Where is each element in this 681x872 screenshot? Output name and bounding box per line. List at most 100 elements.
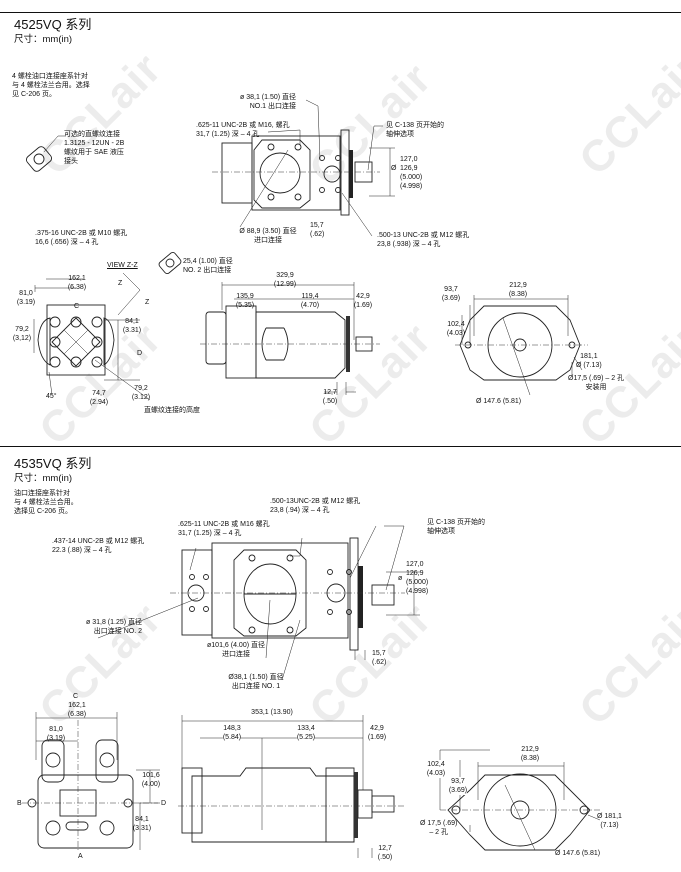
dim-text: 93,7 xyxy=(444,286,458,293)
thread-port-icon xyxy=(25,135,66,172)
dim-text: (4.998) xyxy=(406,588,429,595)
flange-thickness-dim: 15,7(.62) xyxy=(372,649,386,667)
dim: 135,9(5.35) xyxy=(236,292,254,310)
dim-text: (5.35) xyxy=(235,302,255,309)
units-label: 尺寸：mm(in) xyxy=(14,473,73,484)
dim-line: (5.000) xyxy=(400,174,423,181)
dim: 84,1(3.31) xyxy=(133,815,151,833)
dim: 212,9 (8.38) xyxy=(509,281,527,299)
dim-text: (5.000) xyxy=(406,579,429,586)
dim: 101,6(4.00) xyxy=(142,771,160,789)
label-line: 1.3125 - 12UN - 2B xyxy=(64,140,125,147)
dim-text: 42,9 xyxy=(356,293,370,300)
dim-text: 162,1 xyxy=(68,275,86,282)
outlet1-label: ø 38,1 (1.50) 直径 NO.1 出口连接 xyxy=(240,93,296,111)
dim-text: 出口连接 NO. 2 xyxy=(93,628,143,635)
dim-text: (5.84) xyxy=(222,734,242,741)
dim: 12,7 (.50) xyxy=(323,388,337,406)
outlet2-label: ø 31,8 (1.25) 直径出口连接 NO. 2 xyxy=(86,618,142,636)
label-line: .375-16 UNC-2B 或 M10 螺孔 xyxy=(35,230,128,237)
dim-text: 102,4 xyxy=(447,321,465,328)
dim-line: (.62) xyxy=(310,231,325,238)
dim-line: 127,0 xyxy=(400,156,418,163)
note-line: 选择见 C-206 页。 xyxy=(14,508,72,515)
dim: 81,0(3.19) xyxy=(17,289,35,307)
dim-text: (4.70) xyxy=(300,302,320,309)
thread-height-label: 直螺纹连接的高度 xyxy=(144,407,200,414)
dim-text: 79,2 xyxy=(134,385,148,392)
note-line: 油口连接座系针对 xyxy=(14,490,70,497)
note-line: 见 C-206 页。 xyxy=(12,91,56,98)
inlet-label: Ø 88,9 (3.50) 直径 进口连接 xyxy=(239,227,296,245)
dim-text: Ø38,1 (1.50) 直径 xyxy=(228,674,284,681)
dim-text: 74,7 xyxy=(92,390,106,397)
dim-text: Ø17,5 (.69) – 2 孔 xyxy=(568,375,625,382)
bolt500-label: .500-13 UNC-2B 或 M12 螺孔 23,8 (.938) 深 – … xyxy=(377,231,469,249)
dim-text: .625-11 UNC-2B 或 M16 螺孔 xyxy=(178,521,270,528)
dim-line: 15,7 xyxy=(310,222,324,229)
label-line: 31,7 (1.25) 深 – 4 孔 xyxy=(196,131,260,138)
dim-text: (3.19) xyxy=(16,299,36,306)
pump-top-view-4535 xyxy=(97,525,420,681)
label-line: 见 C-138 页开始的 xyxy=(386,122,444,129)
dim-text: (.62) xyxy=(372,659,387,666)
label-line: 23,8 (.938) 深 – 4 孔 xyxy=(377,241,441,248)
dim-text: 进口连接 xyxy=(222,651,250,658)
label-line: 接头 xyxy=(64,158,78,165)
note-line: 与 4 螺栓法兰合用。 xyxy=(14,499,78,506)
pump-side-view-4535 xyxy=(178,715,405,858)
pump-flange-view-4525 xyxy=(455,295,588,396)
outlet1-label: Ø38,1 (1.50) 直径出口连接 NO. 1 xyxy=(228,673,283,691)
shaft-option-label: 见 C-138 页开始的 轴伸选项 xyxy=(386,121,444,139)
dim: 79,2 (3,12) xyxy=(13,325,31,343)
dim: 81,0(3.19) xyxy=(47,725,65,743)
dim-text: (.50) xyxy=(322,398,338,405)
ref-b: B xyxy=(17,800,22,807)
dim: 329,9 (12.99) xyxy=(274,271,296,289)
dim-text: (8.38) xyxy=(508,291,528,298)
bolt375-label: .375-16 UNC-2B 或 M10 螺孔 16,6 (.656) 深 – … xyxy=(35,229,127,247)
dim-text: 23,8 (.94) 深 – 4 孔 xyxy=(270,507,330,514)
dim-text: (12.99) xyxy=(273,281,297,288)
dim-text: 79,2 xyxy=(15,326,29,333)
label-line: .500-13 UNC-2B 或 M12 螺孔 xyxy=(377,232,470,239)
ref-d: D xyxy=(137,350,143,357)
dim: 162,1(6.38) xyxy=(68,274,86,292)
dim-text: (3.31) xyxy=(132,825,152,832)
label-line: 螺纹用于 SAE 液压 xyxy=(64,149,124,156)
dim-text: (3.19) xyxy=(46,735,66,742)
bolt625-label: .625-11 UNC-2B 或 M16, 螺孔 31,7 (1.25) 深 –… xyxy=(196,121,290,139)
dim-text: (3,12) xyxy=(12,335,32,342)
section-title-4525vq: 4525VQ 系列 xyxy=(14,17,92,32)
dim: 42,9(1.69) xyxy=(354,292,372,310)
dim-text: (4.03) xyxy=(446,330,466,337)
dim-text: (3.69) xyxy=(448,787,468,794)
dim-text: 12,7 xyxy=(323,389,337,396)
pump-end-view-4525 xyxy=(33,272,151,401)
dim-text: .437-14 UNC-2B 或 M12 螺孔 xyxy=(52,538,145,545)
dim-text: ø 31,8 (1.25) 直径 xyxy=(86,619,143,626)
dim-text: (6.38) xyxy=(67,711,87,718)
ref-d: D xyxy=(161,800,167,807)
outlet2-label: 25,4 (1.00) 直径 NO. 2 出口连接 xyxy=(183,257,233,275)
label-line: 可选的直螺纹连接 xyxy=(64,131,120,138)
ref-c: C xyxy=(73,693,79,700)
dim-text: (3.31) xyxy=(122,327,142,334)
dim-text: (7.13) xyxy=(600,822,619,829)
dim: 74,7(2.94) xyxy=(90,389,108,407)
dim-text: (4.00) xyxy=(141,781,161,788)
label-line: ø 38,1 (1.50) 直径 xyxy=(240,94,297,101)
dim-text: ø101,6 (4.00) 直径 xyxy=(207,642,265,649)
label-line: NO.1 出口连接 xyxy=(249,103,297,110)
dim-text: 出口连接 NO. 1 xyxy=(231,683,281,690)
dim-text: 12,7 xyxy=(378,845,392,852)
dim-text: 212,9 xyxy=(509,282,527,289)
dim-text: 42,9 xyxy=(370,725,384,732)
dim-text: (4.03) xyxy=(426,770,446,777)
dim-text: 84,1 xyxy=(125,318,139,325)
dim-text: 329,9 xyxy=(276,272,294,279)
dim-text: (3.69) xyxy=(441,295,461,302)
